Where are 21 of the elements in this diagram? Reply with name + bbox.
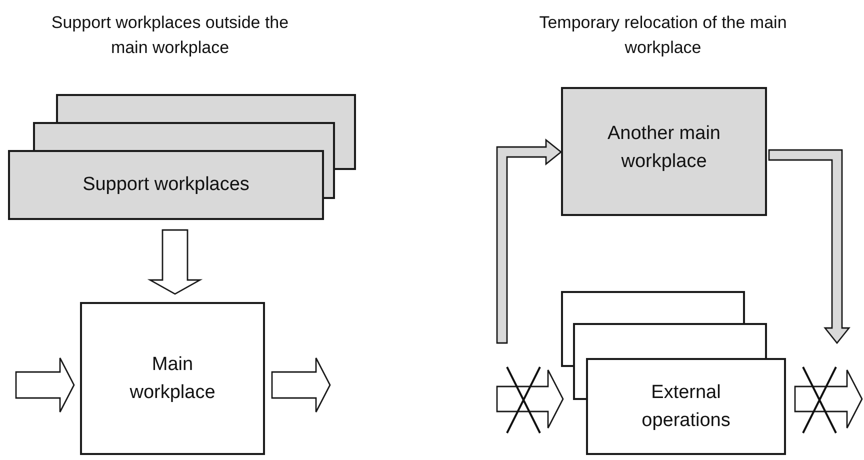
- stacked-card: [56, 94, 356, 122]
- block-arrow: [15, 357, 75, 413]
- box-label: Another main workplace: [606, 122, 722, 174]
- block-arrow: [496, 138, 562, 344]
- process-box: [80, 302, 265, 455]
- block-arrow: [147, 229, 203, 295]
- stacked-card: [573, 323, 767, 358]
- column-heading: Support workplaces outside the main workplace: [50, 12, 290, 59]
- process-box: [561, 87, 767, 216]
- box-label: External operations: [640, 380, 732, 432]
- blocked-block-arrow: [496, 369, 564, 429]
- column-heading: Temporary relocation of the main workplace: [538, 12, 788, 59]
- process-box: [8, 150, 324, 220]
- box-label: Main workplace: [128, 352, 216, 404]
- process-box: [586, 358, 786, 455]
- stacked-card: [561, 291, 745, 323]
- blocked-block-arrow: [794, 369, 863, 429]
- stacked-card: [33, 122, 335, 150]
- block-arrow: [768, 149, 850, 344]
- box-label: Support workplaces: [82, 173, 250, 197]
- block-arrow: [271, 357, 331, 413]
